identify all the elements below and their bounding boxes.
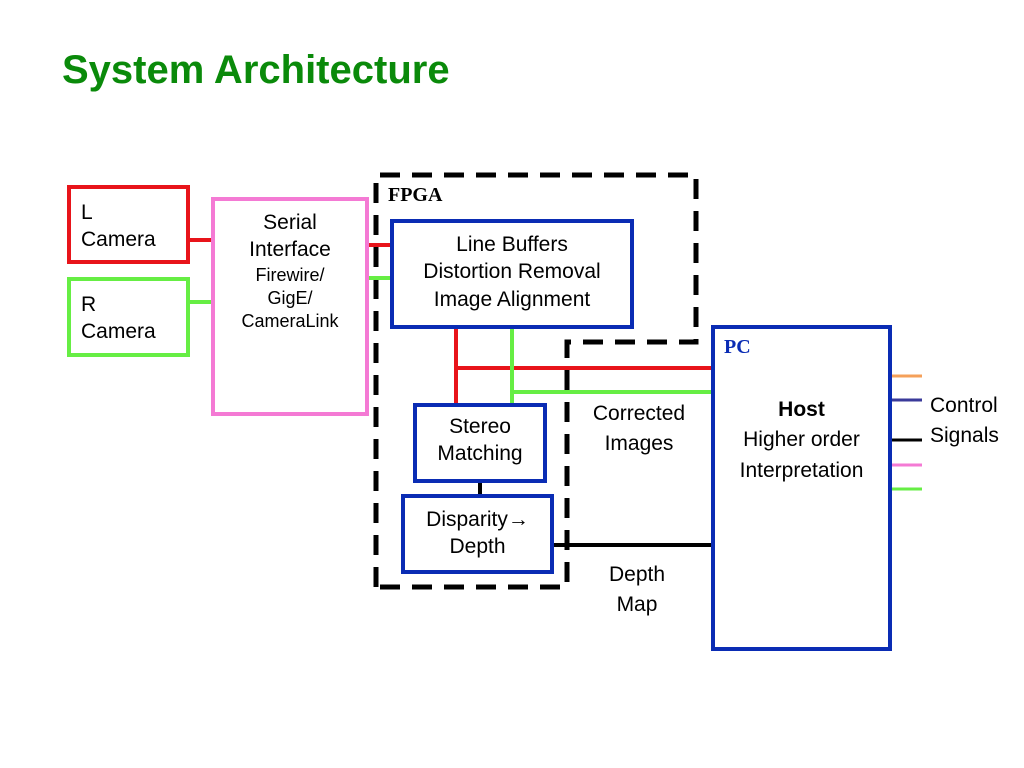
stereo-matching-line2: Matching: [437, 442, 523, 466]
host-line1: Host: [778, 398, 825, 421]
serial-interface-line1: Serial: [263, 211, 317, 234]
stereo-matching-box: Stereo Matching: [413, 403, 547, 483]
left-camera-line2: Camera: [81, 228, 156, 252]
line-buffers-line3: Image Alignment: [433, 287, 591, 311]
stereo-matching-line1: Stereo: [449, 415, 511, 438]
right-camera-box: R Camera: [67, 277, 190, 357]
control-signals-line1: Control: [930, 394, 998, 417]
disparity-depth-line2: Depth: [449, 535, 506, 559]
disparity-depth-box: Disparity→ Depth: [401, 494, 554, 574]
serial-interface-line4: GigE/: [267, 287, 313, 308]
host-line3: Interpretation: [739, 458, 864, 482]
serial-interface-line5: CameraLink: [241, 311, 339, 332]
right-camera-line1: R: [81, 293, 97, 316]
serial-interface-box: Serial Interface Firewire/ GigE/ CameraL…: [211, 197, 369, 416]
depth-map-line1: Depth: [608, 563, 666, 586]
host-text: Host Higher order Interpretation: [715, 395, 888, 486]
corrected-images-label: Corrected Images: [574, 399, 704, 460]
fpga-label: FPGA: [388, 184, 443, 206]
right-camera-line2: Camera: [81, 320, 156, 344]
serial-interface-line2: Interface: [249, 238, 331, 262]
disparity-depth-line1: Disparity→: [426, 508, 529, 531]
host-line2: Higher order: [743, 428, 860, 452]
left-camera-line1: L: [81, 201, 93, 224]
fpga-boundary: [373, 172, 699, 590]
depth-map-line2: Map: [616, 593, 658, 617]
line-buffers-line2: Distortion Removal: [423, 260, 601, 284]
serial-interface-line3: Firewire/: [255, 264, 325, 285]
left-camera-box: L Camera: [67, 185, 190, 264]
pc-host-box: [711, 325, 892, 651]
control-signals-line2: Signals: [930, 424, 999, 448]
pc-label: PC: [724, 336, 751, 358]
page-title: System Architecture: [62, 48, 450, 92]
line-buffers-line1: Line Buffers: [456, 233, 568, 256]
corrected-images-line1: Corrected: [592, 402, 686, 425]
control-signals-label: Control Signals: [930, 391, 1022, 452]
depth-map-label: Depth Map: [582, 560, 692, 621]
line-buffers-box: Line Buffers Distortion Removal Image Al…: [390, 219, 634, 329]
corrected-images-line2: Images: [604, 432, 674, 456]
